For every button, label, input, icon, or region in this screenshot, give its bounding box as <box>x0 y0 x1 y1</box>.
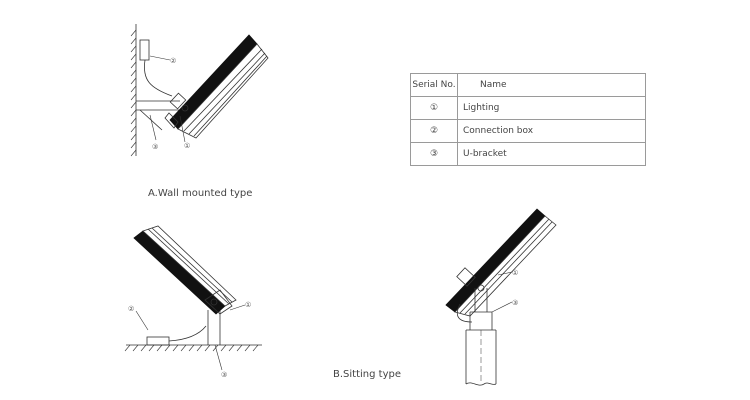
callout-a-1: ① <box>184 142 190 150</box>
callout-a-3: ③ <box>152 143 158 151</box>
legend-header-row: Serial No. Name <box>410 73 646 97</box>
sitting-type-drawing <box>124 225 262 371</box>
callout-b-2: ② <box>128 305 134 313</box>
pivot-bolt <box>181 104 189 112</box>
callout-a-2: ② <box>170 57 176 65</box>
legend-num: ② <box>410 119 458 143</box>
lamp-body-a <box>164 34 269 139</box>
legend-name: U-bracket <box>457 142 646 166</box>
lamp-body-c <box>445 208 557 317</box>
pivot-bolt-b <box>210 298 218 306</box>
caption-sitting-type: B.Sitting type <box>333 369 401 380</box>
pivot-bolt-c <box>477 284 485 292</box>
callout-b-3: ③ <box>221 371 227 379</box>
callout-c-1: ① <box>512 269 518 277</box>
legend-row: ② Connection box <box>410 119 646 143</box>
legend-name: Lighting <box>457 96 646 120</box>
legend-num: ③ <box>410 142 458 166</box>
legend-num: ① <box>410 96 458 120</box>
lamp-body-b <box>133 225 237 315</box>
callout-numbers: ② ① ③ ① ② ③ ① ③ <box>128 57 518 379</box>
wall-hatching <box>130 29 137 157</box>
pole-mounted-drawing <box>445 208 557 386</box>
callout-b-1: ① <box>245 301 251 309</box>
legend-name: Connection box <box>457 119 646 143</box>
legend-header-name: Name <box>457 73 646 97</box>
wall-mounted-drawing <box>130 24 269 157</box>
legend-table: Serial No. Name ① Lighting ② Connection … <box>410 73 646 166</box>
caption-wall-mounted: A.Wall mounted type <box>148 188 253 199</box>
connection-box <box>139 39 150 61</box>
legend-row: ③ U-bracket <box>410 142 646 166</box>
connection-box-b <box>146 336 170 346</box>
ground-hatching <box>124 344 259 352</box>
legend-header-serial: Serial No. <box>410 73 458 97</box>
callout-c-3: ③ <box>512 299 518 307</box>
legend-row: ① Lighting <box>410 96 646 120</box>
